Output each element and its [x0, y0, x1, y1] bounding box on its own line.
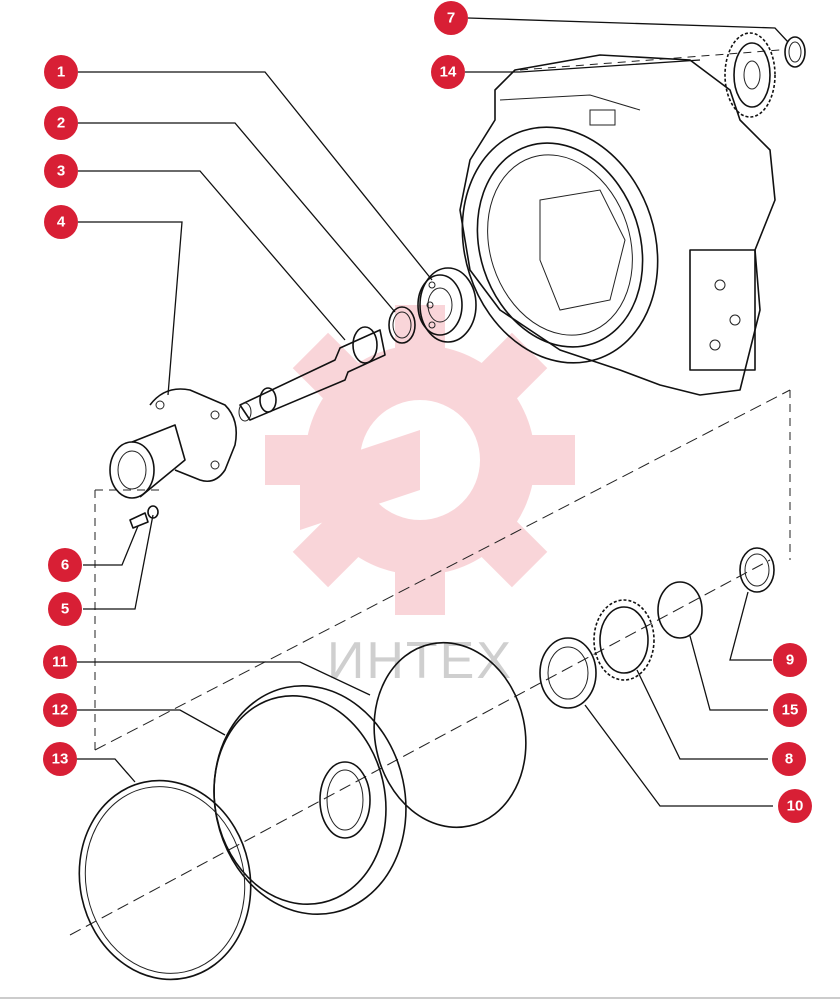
callout-11-label: 11: [52, 654, 68, 671]
callout-15-label: 15: [782, 702, 799, 719]
callout-6: 6: [48, 548, 82, 582]
callout-4-label: 4: [57, 214, 66, 231]
callout-13-label: 13: [52, 751, 69, 768]
callout-15: 15: [773, 693, 807, 727]
watermark-text: ИНТЕХ: [327, 632, 513, 690]
callout-8-label: 8: [785, 751, 793, 768]
o-ring: [388, 306, 416, 344]
callout-12: 12: [43, 693, 77, 727]
bushing: [739, 547, 775, 593]
toothed-disc: [593, 599, 655, 681]
callout-14: 14: [431, 55, 465, 89]
callout-10: 10: [778, 789, 812, 823]
callout-2: 2: [44, 106, 78, 140]
callout-1-label: 1: [57, 64, 65, 81]
callout-11: 11: [43, 645, 77, 679]
callout-13: 13: [43, 742, 77, 776]
callout-8: 8: [772, 742, 806, 776]
large-o-ring: [373, 641, 527, 829]
callout-12-label: 12: [52, 702, 69, 719]
snap-ring: [784, 36, 806, 68]
callout-9: 9: [773, 643, 807, 677]
callout-7-label: 7: [447, 10, 455, 27]
shaft: [238, 326, 386, 422]
leader-lines: [60, 17, 789, 807]
callout-4: 4: [44, 205, 78, 239]
drive-gear: [724, 32, 776, 118]
axis-lines: [69, 49, 791, 936]
callout-10-label: 10: [787, 798, 804, 815]
callout-3: 3: [44, 154, 78, 188]
callout-5: 5: [48, 592, 82, 626]
callout-3-label: 3: [57, 163, 65, 180]
bolt: [129, 512, 149, 529]
callout-1: 1: [44, 55, 78, 89]
flange: [109, 388, 238, 499]
callout-5-label: 5: [61, 601, 69, 618]
bearing: [417, 267, 477, 343]
thin-ring: [657, 581, 703, 639]
callout-7: 7: [434, 1, 468, 35]
piston-drum: [213, 684, 407, 916]
callout-14-label: 14: [440, 64, 457, 81]
callout-2-label: 2: [57, 115, 65, 132]
split-ring: [78, 779, 252, 981]
callout-6-label: 6: [61, 557, 69, 574]
watermark-logo: [265, 305, 575, 615]
callout-9-label: 9: [786, 652, 794, 669]
housing: [459, 54, 776, 396]
seal-ring: [539, 637, 597, 709]
